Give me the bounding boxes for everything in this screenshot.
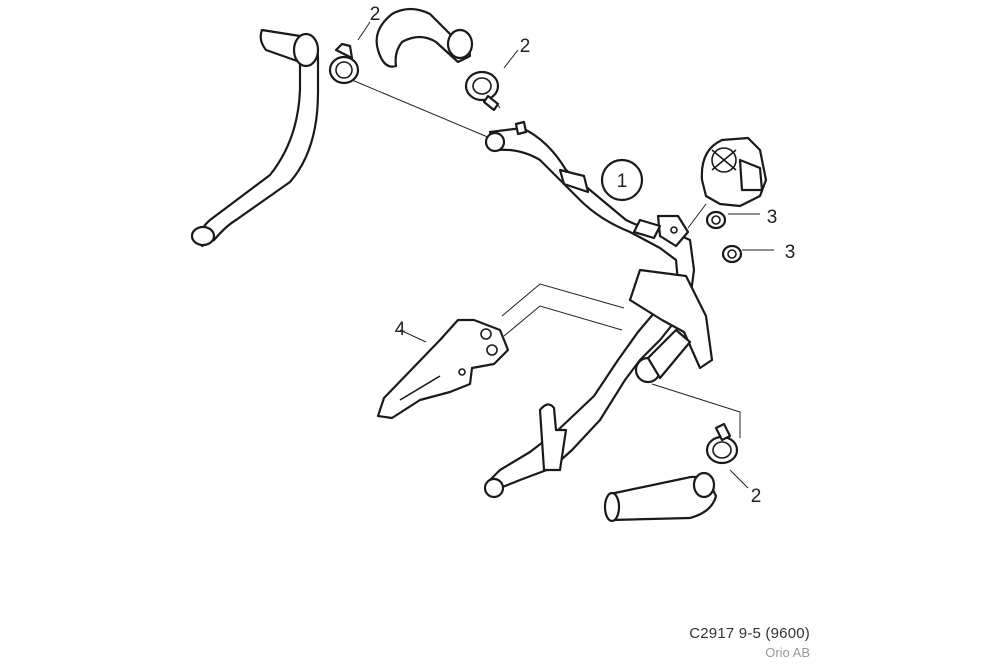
hose-lower [603,471,718,523]
callout-2-bottom: 2 [751,486,762,507]
nut-upper [705,210,727,230]
callout-3-upper: 3 [767,207,778,228]
main-coolant-pipe [483,120,714,499]
callout-2-top-center: 2 [520,36,531,57]
bracket [376,318,510,420]
nut-lower [721,244,743,264]
publisher-label: Orio AB [765,645,810,660]
clamp-upper-center [464,70,500,112]
callout-1-circle [600,158,644,202]
clamp-upper-left [328,42,360,85]
hose-left [190,28,320,248]
clamp-lower [705,422,739,465]
valve-assembly [700,136,768,208]
callout-3-lower: 3 [785,242,796,263]
callout-2-top-left: 2 [370,4,381,25]
callout-1: 1 [617,171,628,192]
hose-top [375,7,474,68]
diagram-code: C2917 9-5 (9600) [689,625,810,642]
callout-4: 4 [395,319,406,340]
